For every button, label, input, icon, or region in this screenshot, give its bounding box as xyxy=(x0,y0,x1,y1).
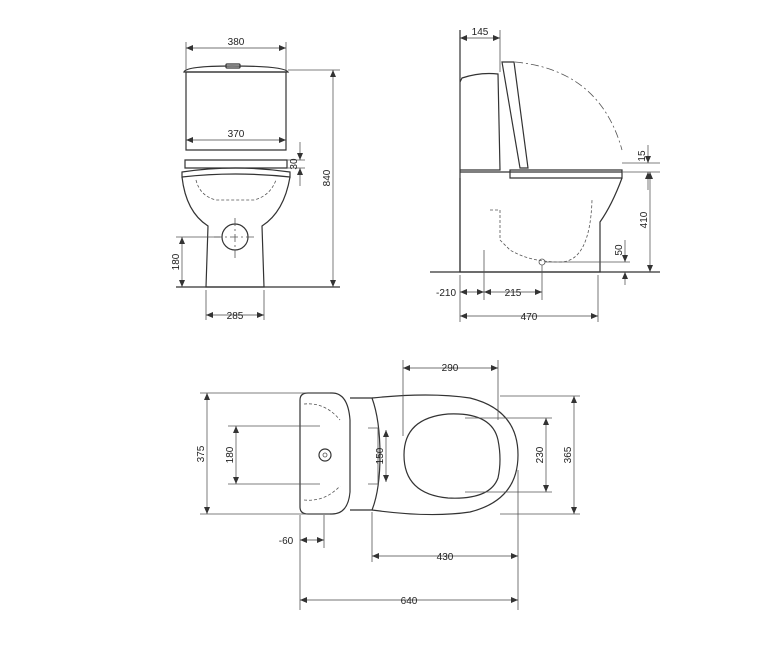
side-view: 145 15 410 50 -210 215 470 xyxy=(430,27,660,323)
plan-pan-width-label: 365 xyxy=(563,446,574,463)
plan-pan-length-label: 430 xyxy=(437,552,454,563)
plan-bowl-width-label: 230 xyxy=(535,446,546,463)
front-base-width-label: 285 xyxy=(227,311,244,322)
front-top-width-label: 380 xyxy=(228,37,245,48)
plan-back-offset-label: -60 xyxy=(279,536,294,547)
front-total-height-label: 840 xyxy=(322,169,333,186)
plan-view: 290 375 180 150 230 365 -60 430 640 xyxy=(196,360,580,610)
front-lid-gap-label: 30 xyxy=(289,158,300,170)
side-cistern-offset-label: 145 xyxy=(472,27,489,38)
plan-fixing-spacing-label: 180 xyxy=(225,446,236,463)
front-view: 380 370 30 840 180 285 xyxy=(171,37,340,322)
front-cistern-width-label: 370 xyxy=(228,129,245,140)
front-outlet-height-label: 180 xyxy=(171,253,182,270)
side-seat-height-label: 410 xyxy=(639,211,650,228)
side-seat-thickness-label: 15 xyxy=(637,150,648,162)
plan-overall-width-label: 375 xyxy=(196,445,207,462)
plan-total-length-label: 640 xyxy=(401,596,418,607)
plan-seat-width-label: 290 xyxy=(442,363,459,374)
plan-inlet-spacing-label: 150 xyxy=(375,447,386,464)
side-outlet-center-label: 50 xyxy=(614,244,625,256)
side-total-depth-label: 470 xyxy=(521,312,538,323)
side-wall-offset-label: -210 xyxy=(436,288,456,299)
side-pan-offset-label: 215 xyxy=(505,288,522,299)
